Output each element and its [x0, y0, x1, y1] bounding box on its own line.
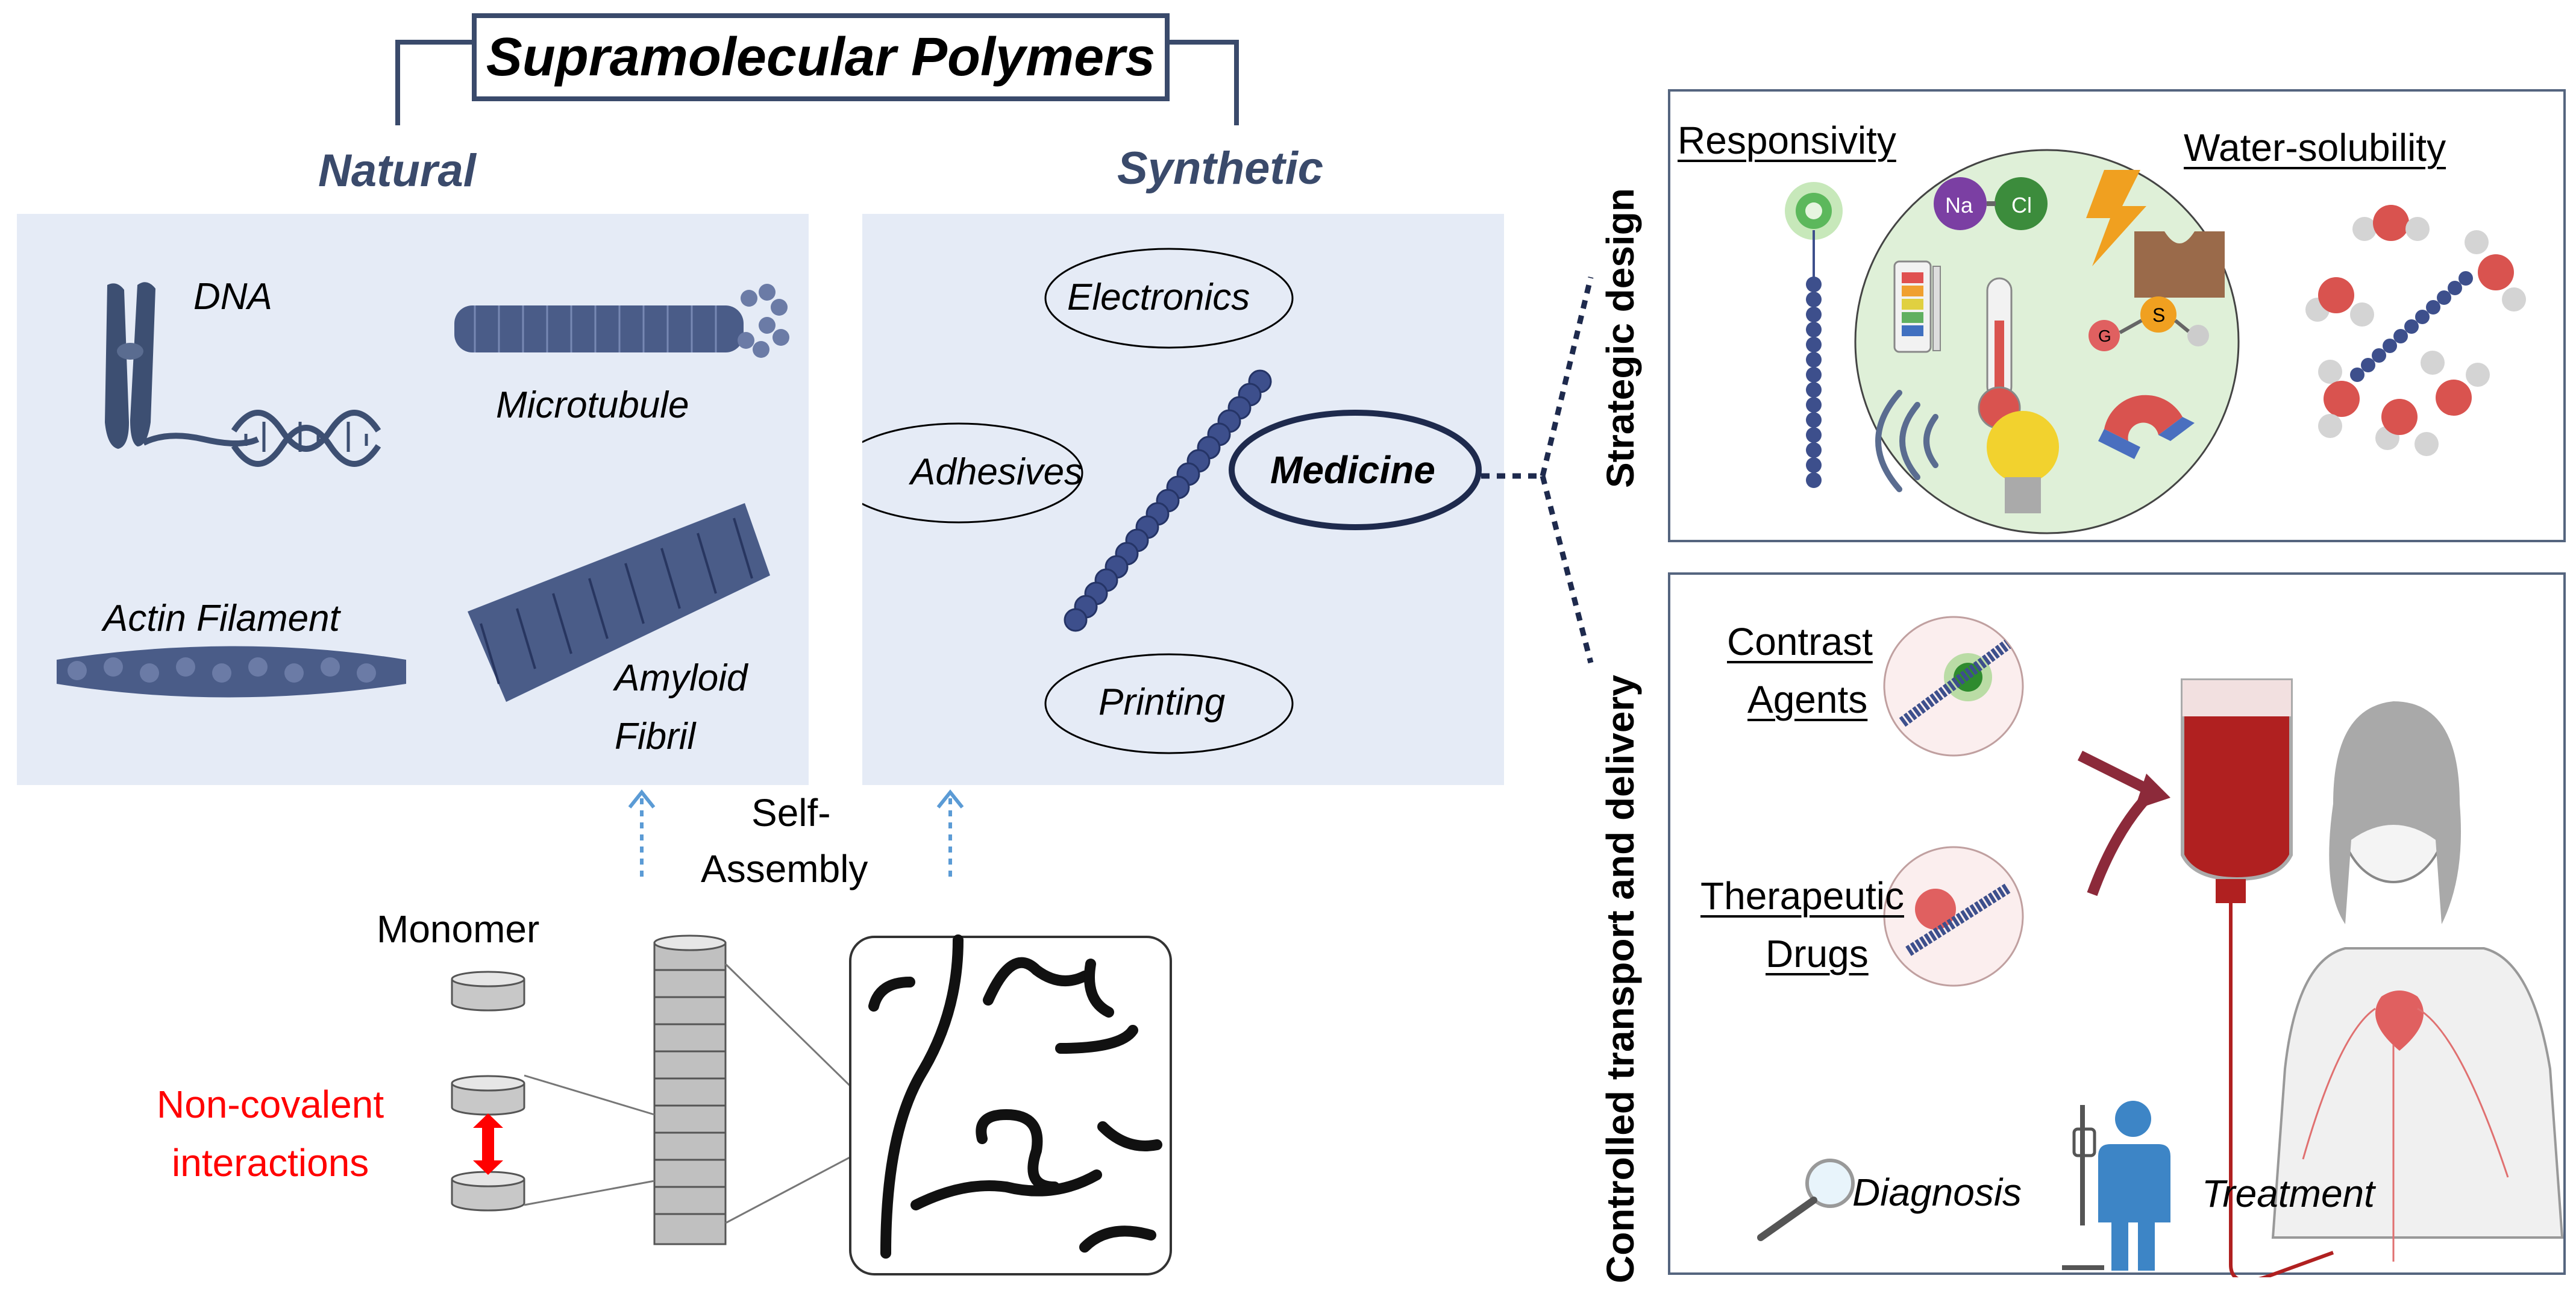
treatment-icon	[2062, 1101, 2170, 1271]
synthetic-heading: Synthetic	[1117, 143, 1324, 194]
g-label: G	[2098, 327, 2111, 345]
transport-illustrations	[1757, 616, 2564, 1277]
strategic-design-box: Na Cl G S Responsivity Water-solubility	[1668, 89, 2566, 542]
thermometer-icon	[1978, 277, 2021, 430]
electronics-oval	[1044, 248, 1294, 349]
assembly-label: Assembly	[701, 847, 868, 890]
polymer-chain-icon	[1064, 369, 1272, 632]
therapeutic-label-2: Drugs	[1766, 932, 1869, 975]
strategic-design-label: Strategic design	[1599, 188, 1642, 488]
actin-filament-label: Actin Filament	[103, 598, 340, 639]
synthetic-illustrations	[862, 248, 1482, 754]
water-solubility-label: Water-solubility	[2184, 126, 2446, 169]
cl-label: Cl	[2011, 193, 2032, 218]
contrast-label-1: Contrast	[1727, 620, 1873, 663]
main-title: Supramolecular Polymers	[486, 27, 1156, 87]
dna-helix-icon	[142, 410, 381, 467]
main-title-box: Supramolecular Polymers	[472, 13, 1170, 101]
fiber-network-box	[849, 936, 1172, 1275]
self-label: Self-	[751, 791, 831, 834]
natural-panel: DNA Microtubule Actin Filament Amyloid F…	[17, 214, 809, 785]
noncovalent-label: Non-covalent	[157, 1083, 384, 1126]
therapeutic-label-1: Therapeutic	[1700, 874, 1904, 918]
magnifier-icon	[1757, 1159, 1855, 1241]
actin-filament-icon	[57, 646, 406, 698]
dna-label: DNA	[193, 276, 272, 318]
disk-stack	[653, 934, 727, 1245]
monomer-disks	[451, 971, 525, 1212]
double-arrow-icon	[473, 1113, 503, 1175]
fiber-network	[868, 934, 1162, 1259]
treatment-label: Treatment	[2202, 1172, 2375, 1215]
adesives-oval	[862, 422, 1083, 524]
microtubule-label: Microtubule	[496, 384, 689, 426]
light-bulb-icon	[1987, 411, 2059, 513]
printing-label: Printing	[1098, 681, 1226, 723]
transport-box: Contrast Agents Therapeutic Drugs Diagno…	[1668, 572, 2566, 1277]
iv-bag-icon	[2181, 678, 2334, 1277]
chromosome-icon	[105, 282, 155, 449]
adhesives-label: Adhesives	[910, 451, 1083, 493]
diagnosis-label: Diagnosis	[1852, 1171, 2022, 1214]
amyloid-fibril-icon	[468, 503, 770, 702]
na-label: Na	[1945, 193, 1973, 218]
ligand-icon	[2134, 231, 2225, 298]
vertical-chain-icon	[1806, 277, 1822, 488]
magnet-icon	[2098, 395, 2195, 459]
interactions-label: interactions	[172, 1141, 369, 1185]
merge-arrow	[2077, 750, 2162, 897]
medicine-oval	[1229, 410, 1482, 530]
fibril-label: Fibril	[615, 716, 696, 757]
water-molecules-icon	[2305, 205, 2526, 456]
microtubule-icon	[454, 284, 789, 358]
amyloid-label: Amyloid	[615, 657, 748, 699]
s-label: S	[2152, 304, 2166, 326]
printing-oval	[1044, 653, 1294, 754]
natural-illustrations	[57, 282, 789, 702]
responsivity-label: Responsivity	[1678, 119, 1896, 162]
electronics-label: Electronics	[1067, 277, 1250, 318]
contrast-label-2: Agents	[1747, 678, 1868, 721]
sound-wave-icon	[1875, 390, 1938, 492]
medicine-label: Medicine	[1270, 448, 1435, 492]
synthetic-panel: Electronics Adhesives Medicine Printing	[862, 214, 1504, 785]
transport-label: Controlled transport and delivery	[1599, 675, 1642, 1283]
natural-heading: Natural	[318, 145, 476, 196]
patient-icon	[2271, 701, 2564, 1262]
monomer-label: Monomer	[377, 907, 540, 951]
strategic-illustrations	[1785, 149, 2526, 534]
diagonal-chain-icon	[2350, 271, 2473, 382]
lightning-icon	[2086, 170, 2146, 266]
